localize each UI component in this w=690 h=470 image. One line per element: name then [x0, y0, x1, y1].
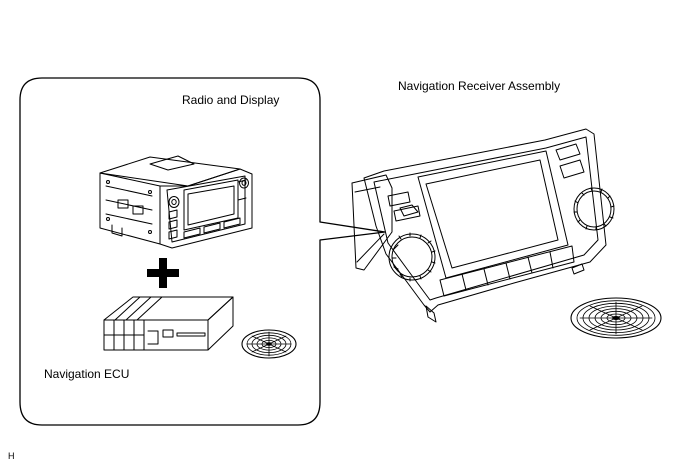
enclosure-box: [19, 77, 386, 426]
navigation-ecu-label: Navigation ECU: [44, 367, 130, 381]
radio-display-label: Radio and Display: [182, 93, 280, 107]
disc-icon-large: [570, 297, 662, 339]
plus-sign-icon: [147, 258, 179, 288]
navigation-receiver-assembly-label: Navigation Receiver Assembly: [398, 79, 561, 93]
navigation-receiver-assembly: [351, 128, 615, 323]
corner-code-label: H: [8, 451, 15, 461]
disc-icon: [241, 329, 297, 359]
navigation-ecu-unit: [103, 296, 234, 351]
radio-display-unit: [99, 155, 253, 249]
